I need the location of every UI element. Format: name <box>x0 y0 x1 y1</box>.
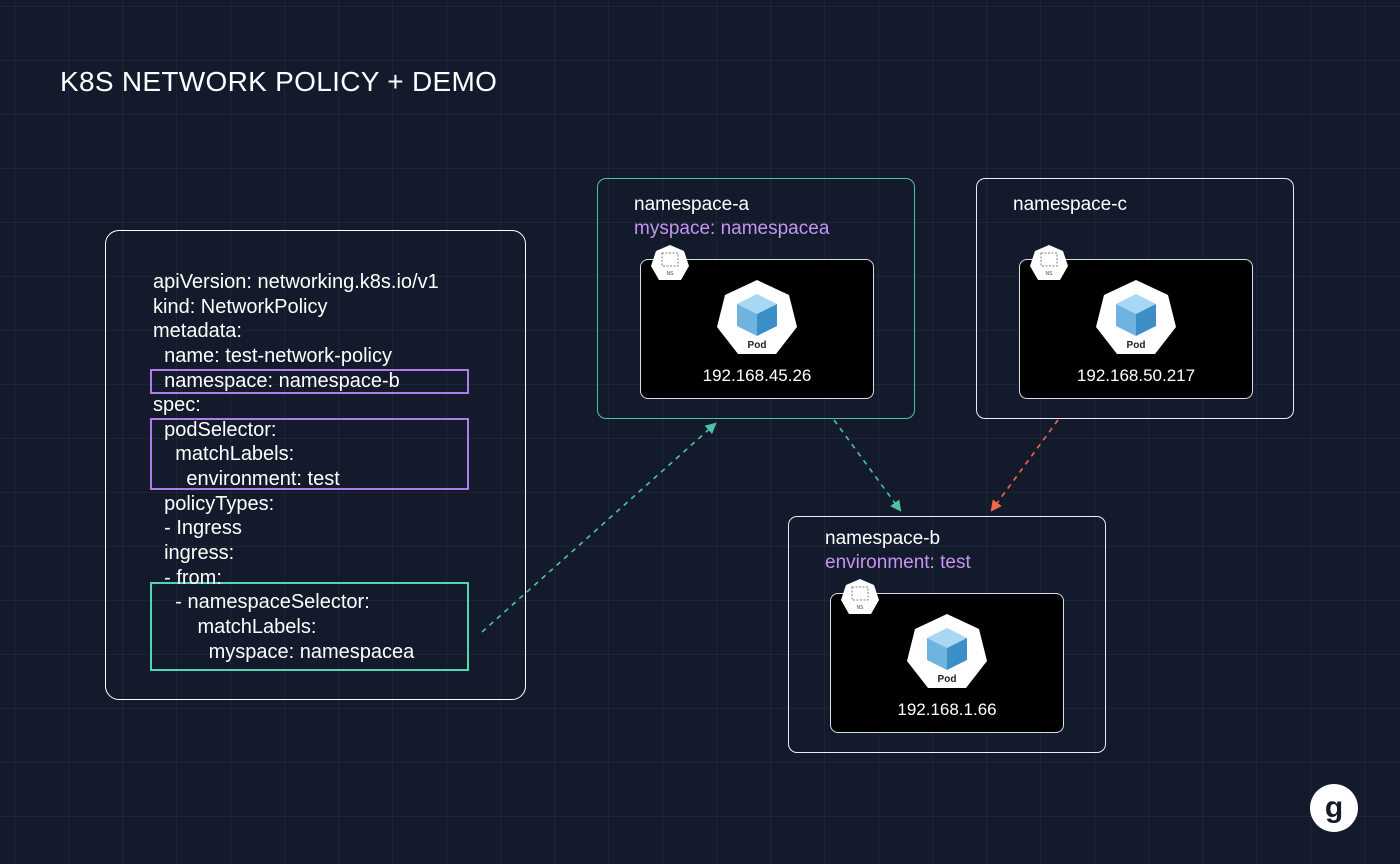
namespace-badge-icon: NS <box>650 244 690 281</box>
pod-icon: Pod <box>717 280 797 354</box>
namespace-b-pod-ip: 192.168.1.66 <box>897 700 997 719</box>
g-logo-letter: g <box>1325 791 1343 824</box>
g-logo-icon: g <box>1310 784 1358 832</box>
yaml-line-from: - from: <box>153 567 222 589</box>
pod-selector-highlight <box>150 418 469 490</box>
pod-icon-label: Pod <box>938 674 957 685</box>
namespace-badge-label: NS <box>667 271 675 277</box>
pod-icon: Pod <box>1096 280 1176 354</box>
yaml-line-environment: environment: test <box>153 468 340 490</box>
namespace-badge-label: NS <box>1046 271 1054 277</box>
yaml-line-kind: kind: NetworkPolicy <box>153 296 328 318</box>
namespace-highlight <box>150 369 469 394</box>
page-title: K8S NETWORK POLICY + DEMO <box>60 66 498 97</box>
yaml-line-myspace: myspace: namespacea <box>153 641 415 663</box>
yaml-line-ingress-type: - Ingress <box>153 517 242 539</box>
namespace-badge-icon: NS <box>840 578 880 615</box>
pod-icon-label: Pod <box>1127 340 1146 351</box>
pod-icon: Pod <box>907 614 987 688</box>
namespace-a-label: myspace: namespacea <box>634 218 830 239</box>
namespace-c-to-b-denied-arrow <box>990 419 1059 512</box>
namespace-b-name: namespace-b <box>825 528 941 549</box>
namespace-a-box <box>597 178 915 419</box>
yaml-line-pod-selector: podSelector: <box>153 419 277 441</box>
g-logo-glyph: g <box>1325 791 1343 824</box>
yaml-line-name: name: test-network-policy <box>153 345 392 367</box>
yaml-line-api-version: apiVersion: networking.k8s.io/v1 <box>153 271 439 293</box>
yaml-line-spec: spec: <box>153 394 201 416</box>
namespace-selector-highlight <box>150 582 469 671</box>
yaml-line-match-labels: matchLabels: <box>153 443 295 465</box>
namespace-badge-icon: NS <box>1029 244 1069 281</box>
yaml-line-selector-match-labels: matchLabels: <box>153 616 317 638</box>
namespace-a-name: namespace-a <box>634 194 750 215</box>
namespace-c-pod-card: Pod 192.168.50.217 <box>1019 259 1253 399</box>
yaml-line-policy-types: policyTypes: <box>153 493 275 515</box>
pod-icon-label: Pod <box>748 340 767 351</box>
yaml-line-metadata: metadata: <box>153 320 242 342</box>
namespace-a-pod-card: Pod 192.168.45.26 <box>640 259 874 399</box>
namespace-b-pod-card: Pod 192.168.1.66 <box>830 593 1064 733</box>
namespace-c-name: namespace-c <box>1013 194 1128 215</box>
namespace-b-label: environment: test <box>825 552 971 573</box>
namespace-a-to-b-allowed-arrow <box>833 419 902 512</box>
namespace-b-box <box>788 516 1106 753</box>
yaml-line-namespace-selector: - namespaceSelector: <box>153 591 370 613</box>
namespace-c-pod-ip: 192.168.50.217 <box>1076 366 1196 385</box>
namespace-a-pod-ip: 192.168.45.26 <box>702 366 812 385</box>
yaml-line-namespace: namespace: namespace-b <box>153 370 400 392</box>
yaml-line-ingress: ingress: <box>153 542 235 564</box>
namespace-badge-label: NS <box>857 605 865 611</box>
namespace-c-box <box>976 178 1294 419</box>
